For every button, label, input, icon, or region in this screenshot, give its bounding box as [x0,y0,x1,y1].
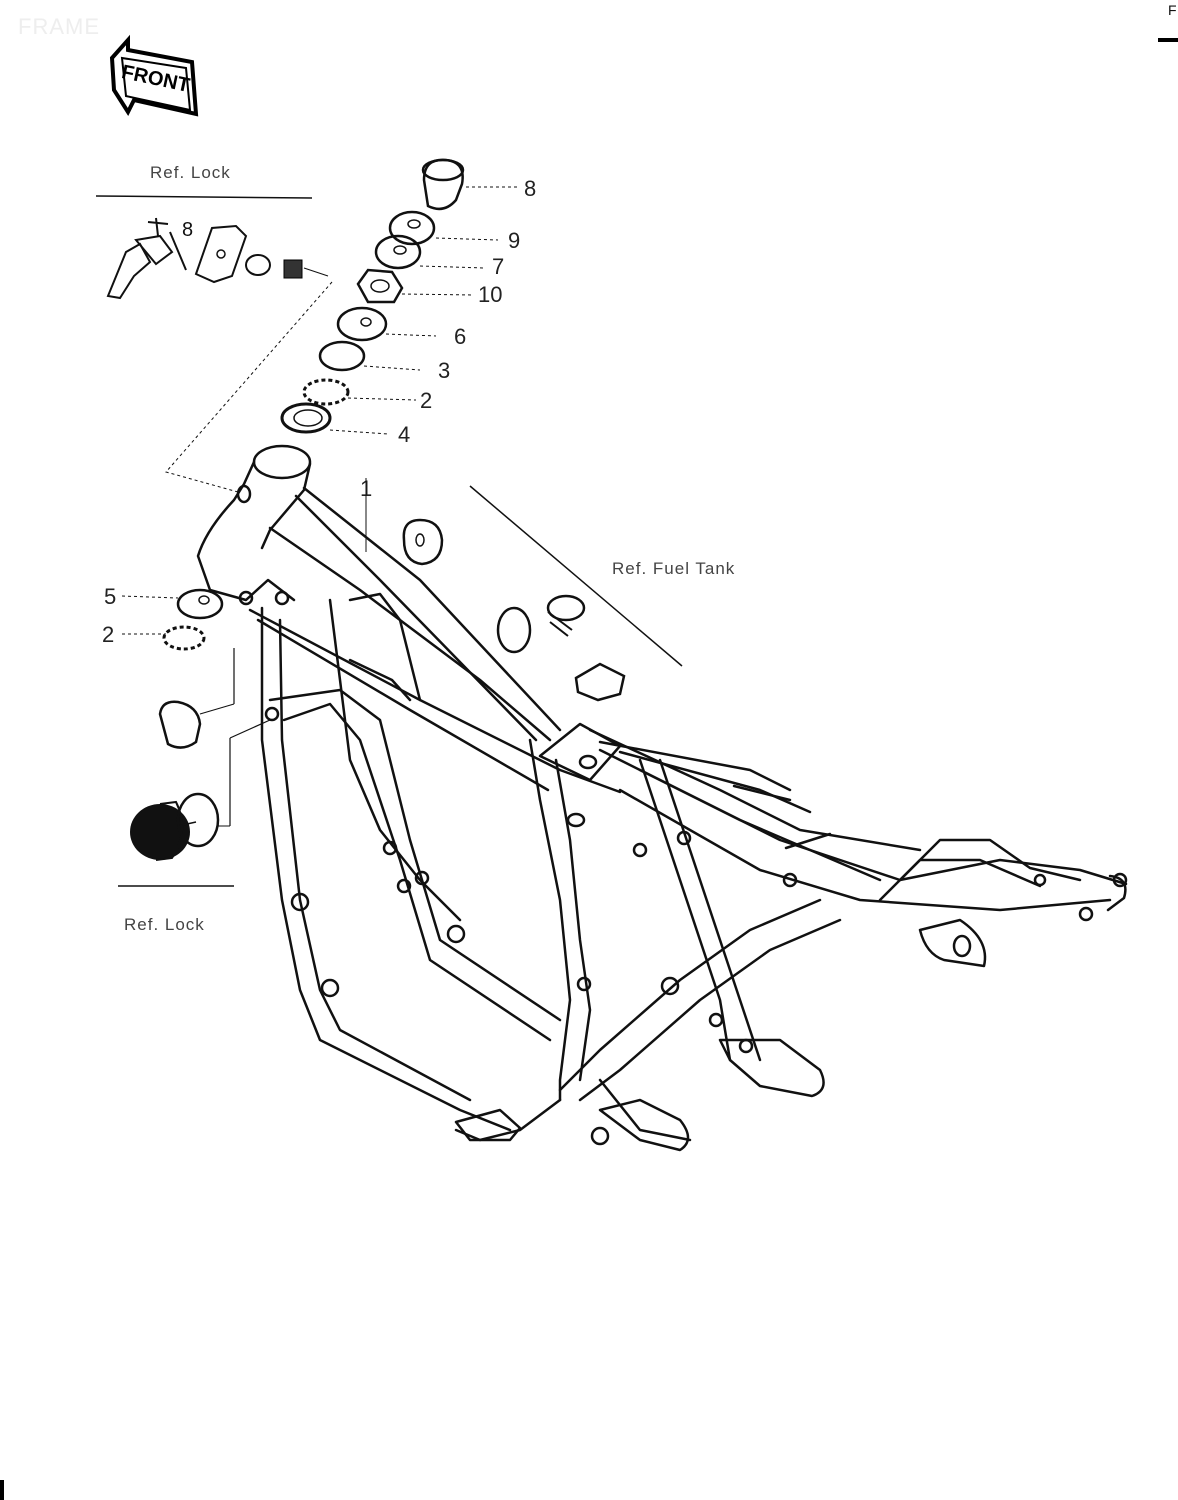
edge-mark [0,1480,4,1500]
callout-4: 4 [398,422,410,447]
ref-lock-bottom-note: Ref. Lock [124,915,205,934]
front-arrow-icon: FRONT [109,34,199,117]
lower-bearing-parts [162,588,224,651]
lock-screw-label: 8 [182,219,193,241]
frame-body [196,444,1128,1152]
fuel-tank-mount-parts [402,518,626,702]
callout-9: 9 [508,228,520,253]
corner-bar [1158,38,1178,42]
callout-3: 3 [438,358,450,383]
callout-8: 8 [524,176,536,201]
callout-6: 6 [454,324,466,349]
ref-fuel-tank-line [469,485,683,667]
corner-letter: F [1168,2,1177,18]
steering-stem-parts [280,158,518,435]
grommet-parts [130,648,271,861]
ref-lock-top-note: Ref. Lock [150,163,231,182]
callout-5: 5 [104,584,116,609]
steering-lock-icon: 8 [106,217,329,300]
ref-lock-top-line [95,195,313,199]
callout-2: 2 [420,388,432,413]
callout-2b: 2 [102,622,114,647]
page-watermark: FRAME [18,14,100,39]
callout-10: 10 [478,282,502,307]
callout-7: 7 [492,254,504,279]
ref-fuel-tank-note: Ref. Fuel Tank [612,559,735,578]
